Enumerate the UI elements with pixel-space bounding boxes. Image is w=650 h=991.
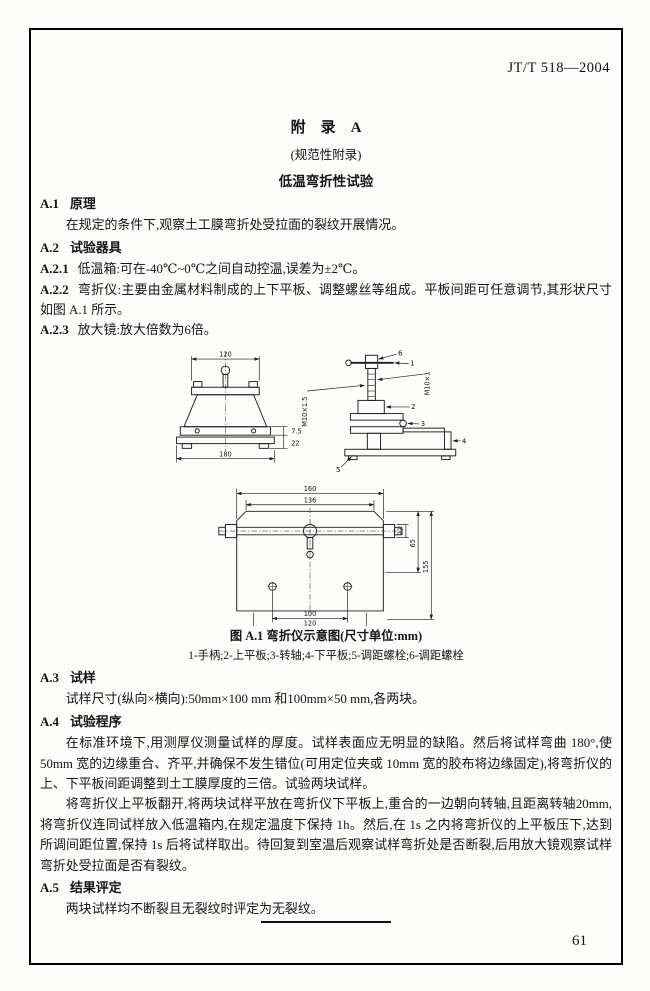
thread-spec-m10x1-5-label: M10×1.5	[301, 396, 309, 426]
appendix-title-block: 附 录 A (规范性附录) 低温弯折性试验	[40, 116, 612, 190]
heading-a3-number: A.3	[40, 671, 59, 685]
part-1-callout: 1	[410, 358, 414, 367]
appendix-title: 附 录 A	[290, 120, 362, 136]
paragraph-a4-2: 将弯折仪上平板翻开,将两块试样平放在弯折仪下平板上,重合的一边朝向转轴,且距离转…	[40, 797, 612, 873]
clause-a23-number: A.2.3	[40, 323, 69, 338]
heading-a4-number: A.4	[40, 714, 59, 729]
dim-front-22-label: 22	[291, 439, 299, 447]
thread-spec-m10x1-label: M10×1	[423, 371, 431, 395]
paragraph-a4-1: 在标准环境下,用测厚仪测量试样的厚度。试样表面应无明显的缺陷。然后将试样弯曲 1…	[40, 736, 612, 791]
dim-plan-100-label: 100	[304, 610, 317, 618]
dim-plan-155-label: 155	[422, 560, 430, 573]
dim-plan-120-label: 120	[304, 619, 317, 625]
front-view-drawing	[176, 351, 275, 451]
figure-legend: 1-手柄;2-上平板;3-转轴;4-下平板;5-调距螺栓;6-调距螺栓	[188, 650, 464, 663]
dim-plan-65-label: 65	[409, 539, 417, 547]
heading-a5-title: 结果评定	[69, 880, 122, 895]
heading-a1-title: 原理	[69, 197, 96, 211]
heading-a2-number: A.2	[40, 240, 59, 255]
heading-a3: A.3 试样	[40, 668, 612, 688]
heading-a2: A.2 试验器具	[40, 238, 612, 258]
page-number: 61	[572, 933, 587, 949]
page-border-frame: JT/T 518—2004 附 录 A (规范性附录) 低温弯折性试验 A.1 原…	[29, 28, 623, 965]
dim-plan-22-label: 22	[397, 527, 405, 535]
heading-a2-title: 试验器具	[69, 240, 122, 255]
footer-rule	[261, 921, 391, 923]
clause-a23: A.2.3 放大镜:放大倍数为6倍。	[40, 320, 612, 340]
part-2-callout: 2	[411, 402, 415, 411]
heading-a5: A.5 结果评定	[40, 878, 612, 898]
heading-a4-title: 试验程序	[69, 714, 122, 729]
heading-a1: A.1 原理	[40, 194, 612, 214]
dim-front-base-label: 180	[219, 450, 232, 458]
dim-plan-160-label: 160	[304, 485, 317, 493]
part-5-callout: 5	[336, 465, 340, 474]
heading-a5-number: A.5	[40, 880, 59, 895]
clause-a21-text: 低温箱:可在-40℃~0℃之间自动控温,误差为±2℃。	[77, 262, 366, 277]
dim-plan-136-label: 136	[304, 496, 317, 504]
paragraph-a5: 两块试样均不断裂且无裂纹时评定为无裂纹。	[65, 902, 324, 917]
clause-a22-number: A.2.2	[40, 282, 69, 297]
bending-apparatus-drawing: 120 180 7.5 22 M10×1.5 M10×1 6 1 2 3 4 5	[176, 348, 467, 626]
appendix-subject: 低温弯折性试验	[278, 174, 374, 189]
appendix-subtitle: (规范性附录)	[290, 148, 362, 162]
body-text: A.1 原理 在规定的条件下,观察土工膜弯折处受拉面的裂纹开展情况。 A.2 试验器…	[40, 192, 612, 920]
dim-front-7-5-label: 7.5	[291, 427, 301, 435]
clause-a23-text: 放大镜:放大倍数为6倍。	[77, 323, 217, 338]
dim-front-width-label: 120	[219, 350, 232, 358]
dimension-lines	[176, 353, 461, 626]
standard-number: JT/T 518—2004	[507, 60, 610, 76]
plan-view-drawing	[218, 507, 404, 617]
figure-caption: 图 A.1 弯折仪示意图(尺寸单位:mm)	[229, 628, 423, 643]
side-view-drawing	[344, 354, 457, 460]
figure-a1: 120 180 7.5 22 M10×1.5 M10×1 6 1 2 3 4 5	[40, 344, 612, 666]
part-4-callout: 4	[462, 436, 467, 445]
paragraph-a1: 在规定的条件下,观察土工膜弯折处受拉面的裂纹开展情况。	[65, 218, 405, 233]
heading-a3-title: 试样	[69, 671, 96, 685]
clause-a22-text: 弯折仪:主要由金属材料制成的上下平板、调整螺丝等组成。平板间距可任意调节,其形状…	[40, 282, 612, 317]
clause-a21: A.2.1 低温箱:可在-40℃~0℃之间自动控温,误差为±2℃。	[40, 259, 612, 279]
heading-a1-number: A.1	[40, 197, 59, 211]
clause-a21-number: A.2.1	[40, 262, 69, 277]
page-content: JT/T 518—2004 附 录 A (规范性附录) 低温弯折性试验 A.1 原…	[40, 30, 612, 963]
part-3-callout: 3	[421, 419, 425, 428]
heading-a4: A.4 试验程序	[40, 712, 612, 732]
part-6-callout: 6	[398, 348, 403, 357]
paragraph-a3: 试样尺寸(纵向×横向):50mm×100 mm 和100mm×50 mm,各两块…	[65, 692, 425, 707]
